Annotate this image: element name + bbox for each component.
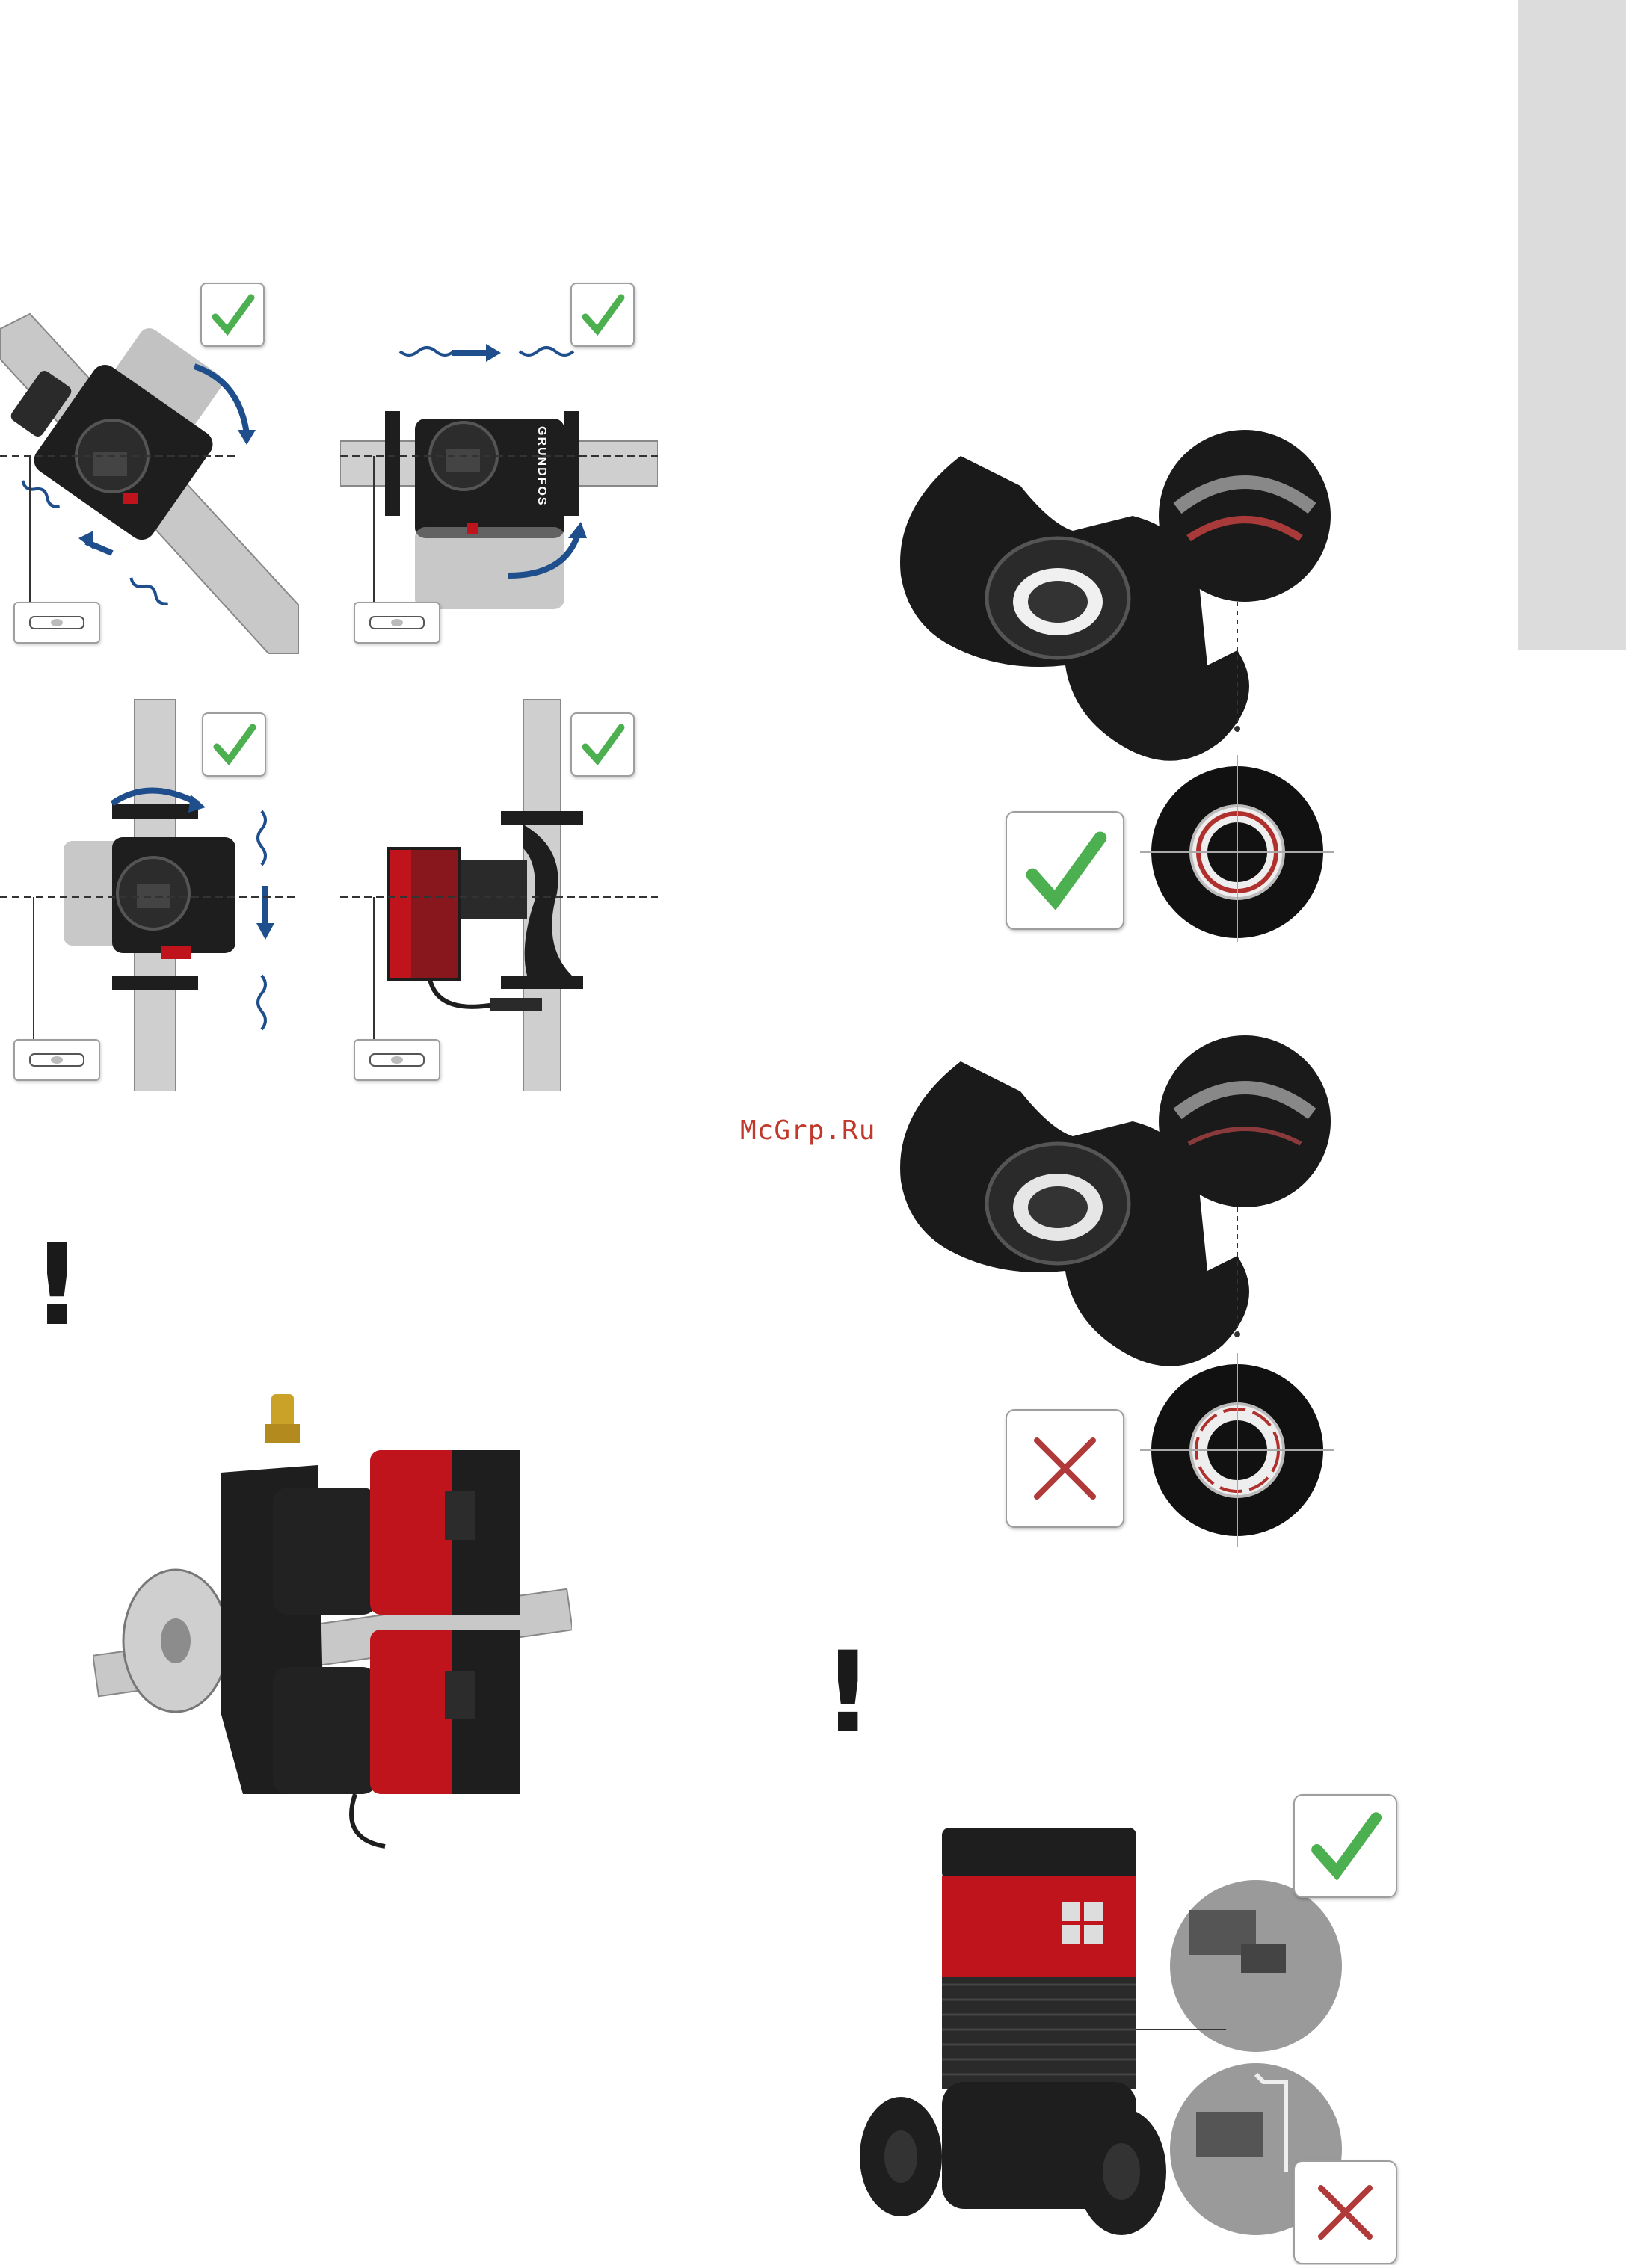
figure-side-install [340, 699, 658, 1091]
side-tab [1518, 0, 1626, 650]
check-icon [570, 712, 635, 777]
warning-symbol: ! [31, 1230, 82, 1342]
cross-icon [1293, 2160, 1397, 2264]
spirit-level-icon [13, 602, 100, 644]
spirit-level-icon [13, 1039, 100, 1081]
figure-vertical-install [0, 699, 299, 1091]
figure-seal-wrong [878, 1032, 1346, 1547]
spirit-level-icon [354, 602, 440, 644]
warning-symbol: ! [822, 1637, 873, 1749]
check-icon [1293, 1794, 1397, 1898]
figure-seal-correct [878, 426, 1346, 942]
figure-twin-pump [93, 1375, 572, 1861]
figure-tilted-install [0, 269, 299, 654]
figure-inline-pump [837, 1783, 1405, 2265]
cross-icon [1006, 1409, 1124, 1528]
check-icon [1006, 811, 1124, 930]
watermark: McGrp.Ru [740, 1115, 875, 1146]
spirit-level-icon [354, 1039, 440, 1081]
check-icon [570, 283, 635, 347]
figure-horizontal-install: GRUNDFOS [340, 269, 658, 654]
brand-label: GRUNDFOS [535, 426, 548, 507]
check-icon [202, 712, 266, 777]
check-icon [200, 283, 265, 347]
